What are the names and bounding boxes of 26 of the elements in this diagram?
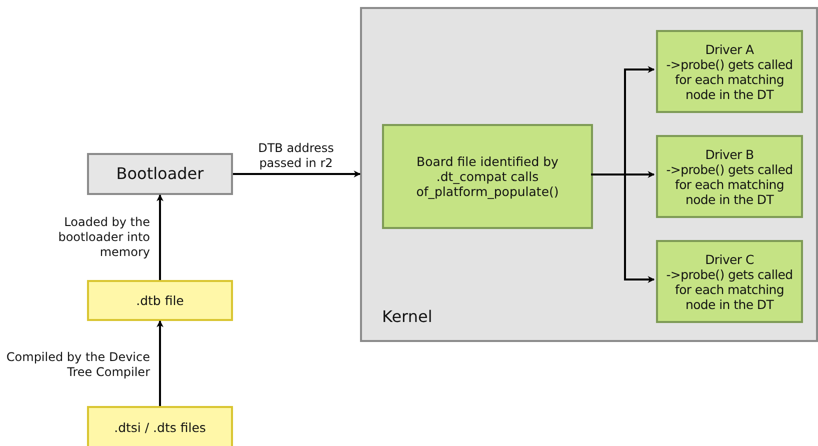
edge-label: Loaded by the bootloader into memory [57,215,150,260]
file-box [87,406,233,446]
edge-label: DTB address passed in r2 [257,141,335,171]
arrow [233,170,361,178]
edge-label: Compiled by the Device Tree Compiler [5,350,150,380]
node-text: .dtb file [136,293,184,308]
process-box [382,124,593,229]
process-box [87,153,233,195]
process-box [656,240,803,323]
process-box [656,135,803,218]
node-text: ->probe() gets called for each matching node in the DT [665,266,794,312]
node-text: .dtsi / .dts files [114,420,206,434]
node-text: Driver A [705,42,754,56]
process-box [656,30,803,113]
node-text: Bootloader [116,164,204,184]
node-text: ->probe() gets called for each matching node in the DT [665,56,794,102]
node-text: Driver C [705,252,754,266]
arrow [156,320,164,406]
node-text: ->probe() gets called for each matching node in the DT [665,162,794,206]
kernel-container [360,7,818,342]
arrow [156,194,164,280]
arrow [591,174,655,283]
node-text: Kernel [382,306,432,326]
file-box [87,280,233,321]
node-text: Driver B [705,146,754,162]
node-text: Board file identified by .dt_compat calls of_platform_populate() [415,154,560,199]
